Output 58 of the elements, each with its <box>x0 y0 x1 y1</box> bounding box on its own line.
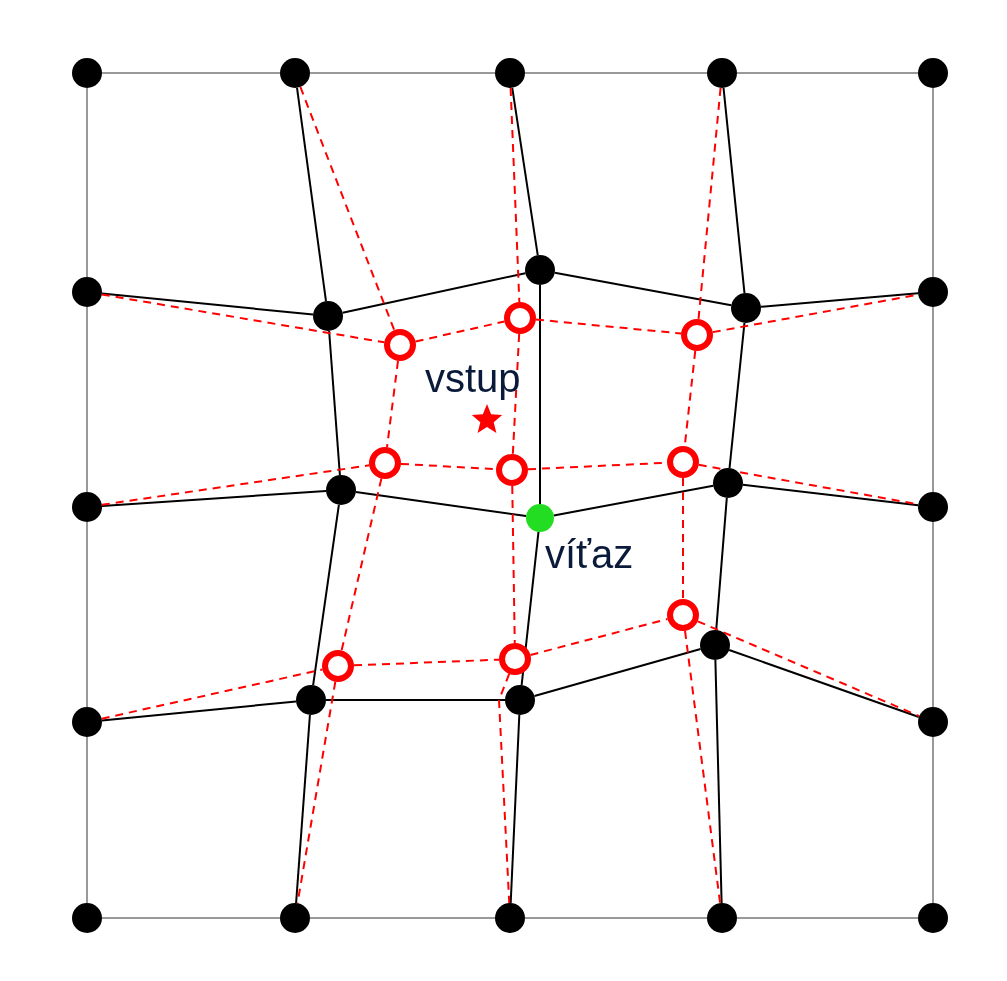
grid-line <box>309 917 496 919</box>
grid-line <box>714 659 723 904</box>
grid-line <box>932 306 934 493</box>
dashed-line <box>340 477 383 652</box>
dashed-line <box>386 359 399 449</box>
grid-line <box>309 72 496 74</box>
dashed-line <box>498 672 511 904</box>
dashed-line <box>511 333 521 455</box>
grid-line <box>325 699 506 701</box>
dashed-line <box>511 485 516 644</box>
grid-line <box>509 714 521 904</box>
dashed-line <box>299 86 396 332</box>
grid-line <box>511 86 539 257</box>
grid-line <box>86 736 88 904</box>
dashed-line <box>682 477 684 600</box>
grid-line <box>552 484 715 517</box>
grid-line <box>932 87 934 278</box>
grid-line <box>101 72 281 74</box>
grid-line <box>524 72 708 74</box>
grid-line <box>296 86 327 303</box>
dashed-line <box>697 86 722 321</box>
grid-line <box>341 272 527 314</box>
grid-line <box>328 329 341 477</box>
grid-line <box>539 284 541 505</box>
grid-line <box>524 917 708 919</box>
dashed-line <box>534 318 683 335</box>
grid-line <box>533 648 702 697</box>
grid-line <box>312 503 340 687</box>
dashed-line <box>100 293 386 344</box>
dashed-line <box>684 629 722 905</box>
grid-line <box>736 72 919 74</box>
grid-line <box>86 87 88 278</box>
grid-line <box>86 521 88 708</box>
winner-label: víťaz <box>545 532 634 576</box>
input-label: vstup <box>425 356 521 400</box>
grid-line <box>759 292 920 308</box>
grid-line <box>354 491 528 518</box>
dashed-line <box>100 668 324 720</box>
dashed-line <box>529 618 669 656</box>
grid-line <box>100 700 298 722</box>
dashed-line <box>509 87 521 303</box>
grid-line <box>100 490 328 507</box>
grid-line <box>101 917 281 919</box>
grid-line <box>932 736 934 904</box>
dashed-line <box>696 620 921 718</box>
grid-line <box>728 649 920 718</box>
grid-line <box>736 917 919 919</box>
grid-line <box>295 713 311 905</box>
grid-line <box>722 86 746 295</box>
grid-line <box>553 271 733 307</box>
dashed-line <box>414 320 506 343</box>
grid-line <box>932 521 934 708</box>
grid-line <box>100 292 315 316</box>
grid-line <box>86 306 88 493</box>
grid-line <box>741 483 920 507</box>
grid-line <box>728 321 746 470</box>
dashed-line <box>100 464 371 506</box>
dashed-line <box>353 658 500 667</box>
